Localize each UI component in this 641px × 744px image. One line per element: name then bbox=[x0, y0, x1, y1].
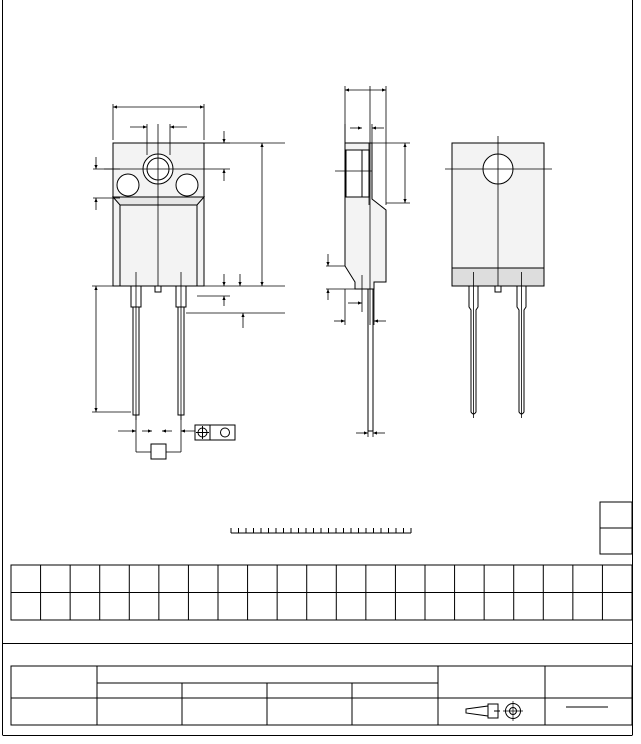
front-left-hole bbox=[116, 173, 140, 197]
side-view bbox=[344, 86, 387, 432]
side-lead bbox=[367, 288, 374, 432]
title-block bbox=[10, 665, 633, 726]
rear-view bbox=[445, 136, 552, 418]
front-view bbox=[104, 124, 230, 420]
dimension-table bbox=[10, 564, 633, 621]
revision-boxes bbox=[599, 501, 633, 555]
position-tolerance-frame bbox=[194, 424, 236, 441]
scale-ruler bbox=[230, 528, 412, 534]
sheet-border bbox=[2, 0, 633, 736]
front-right-hole bbox=[175, 173, 199, 197]
basic-dimension-box bbox=[150, 443, 167, 460]
first-angle-projection-icon bbox=[465, 701, 523, 721]
side-tab bbox=[345, 149, 370, 198]
front-view-dimensions bbox=[92, 104, 285, 453]
side-view-dimensions bbox=[326, 86, 410, 437]
